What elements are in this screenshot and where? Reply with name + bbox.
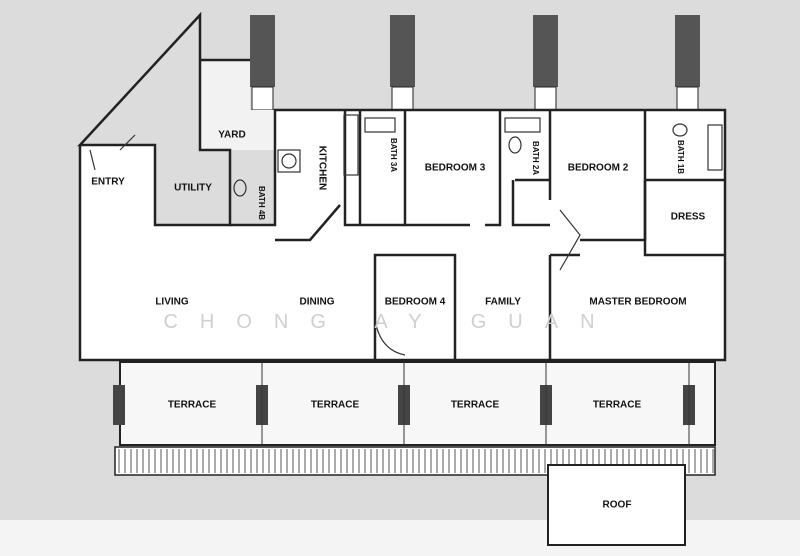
room-label-terrace: TERRACE bbox=[168, 400, 217, 411]
room-label-roof: ROOF bbox=[603, 500, 632, 511]
room-label-bedroom-3: BEDROOM 3 bbox=[425, 163, 486, 174]
room-label-terrace: TERRACE bbox=[593, 400, 642, 411]
room-label-dining: DINING bbox=[300, 297, 335, 308]
room-label-bath-3a: BATH 3A bbox=[389, 138, 398, 172]
room-label-living: LIVING bbox=[155, 297, 189, 308]
fixtures bbox=[233, 114, 723, 197]
interior bbox=[80, 60, 725, 360]
room-label-family: FAMILY bbox=[485, 297, 521, 308]
room-label-bath-1b: BATH 1B bbox=[676, 140, 685, 174]
room-label-bath-4b: BATH 4B bbox=[257, 186, 266, 220]
room-label-bedroom-2: BEDROOM 2 bbox=[568, 163, 629, 174]
room-label-dress: DRESS bbox=[671, 212, 706, 223]
room-label-bath-2a: BATH 2A bbox=[531, 141, 540, 175]
room-label-terrace: TERRACE bbox=[311, 400, 360, 411]
watermark: CHONG AY GUAN bbox=[163, 311, 616, 333]
room-label-yard: YARD bbox=[218, 130, 245, 141]
room-label-master-bedroom: MASTER BEDROOM bbox=[589, 297, 686, 308]
roof-area bbox=[547, 464, 686, 546]
walls bbox=[77, 11, 727, 362]
terrace-band bbox=[113, 361, 716, 446]
service-shafts bbox=[250, 15, 700, 111]
room-label-bedroom-4: BEDROOM 4 bbox=[385, 297, 446, 308]
room-label-kitchen: KITCHEN bbox=[316, 146, 327, 190]
room-label-entry: ENTRY bbox=[91, 177, 125, 188]
room-label-utility: UTILITY bbox=[174, 183, 212, 194]
room-label-terrace: TERRACE bbox=[451, 400, 500, 411]
